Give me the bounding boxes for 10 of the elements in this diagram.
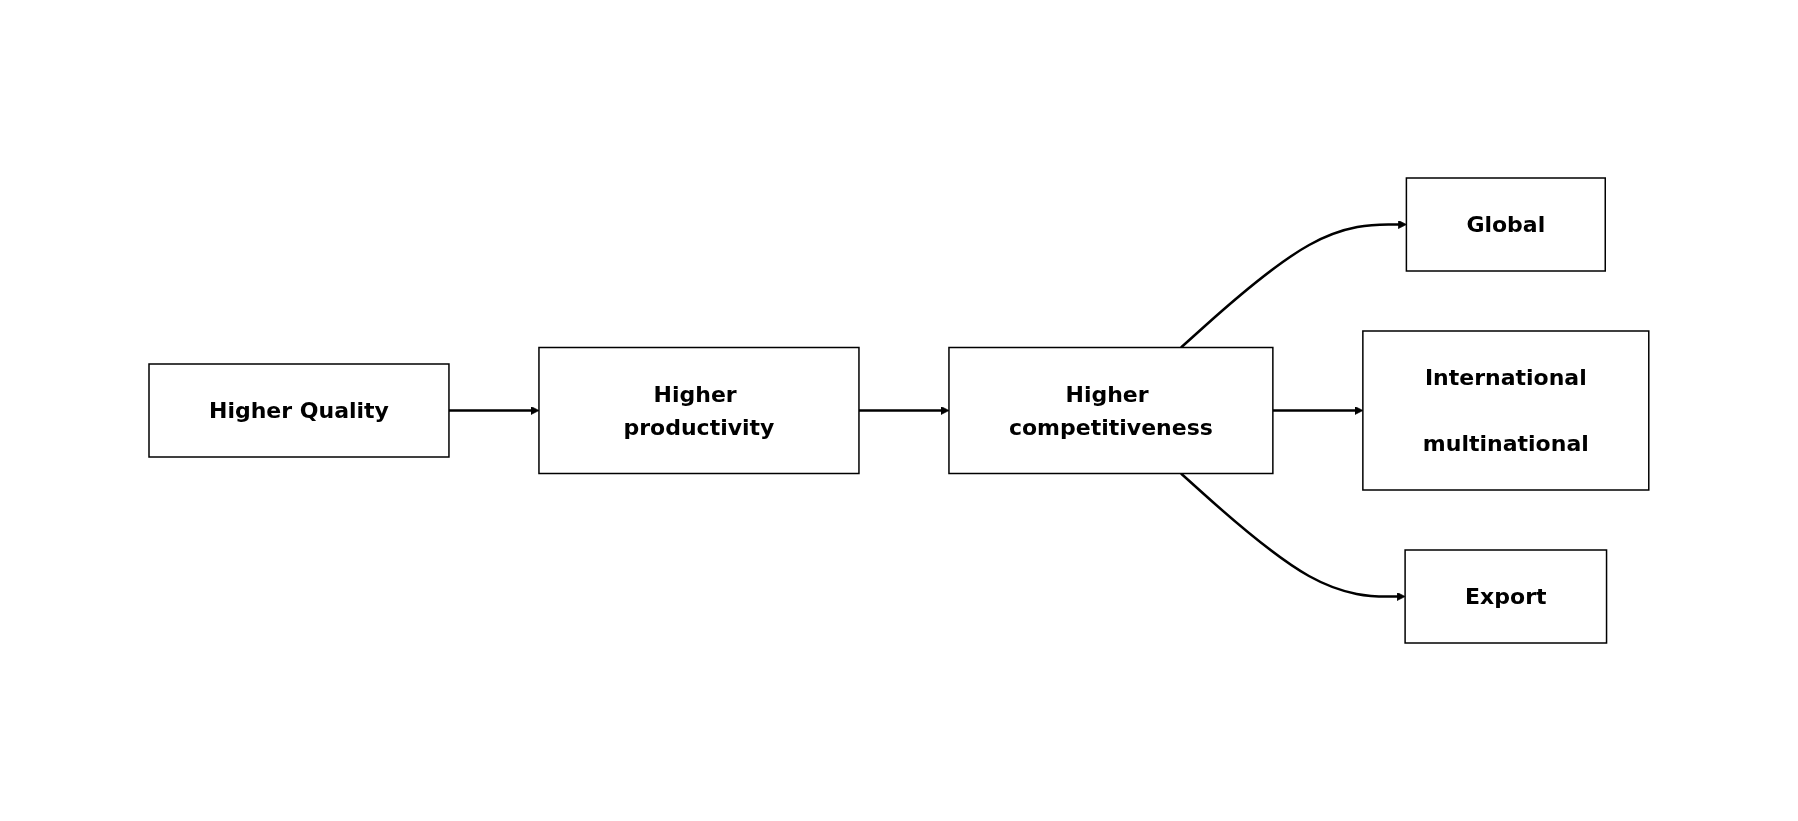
node-box: Higher Quality: [148, 363, 450, 458]
node-box: Higher competitiveness: [948, 346, 1274, 475]
arrow: [1180, 220, 1407, 349]
arrow: [859, 406, 950, 415]
arrow: [1180, 472, 1406, 601]
node-box: Global: [1405, 177, 1607, 272]
node-box: Export: [1404, 549, 1608, 644]
node-box: Higher productivity: [538, 346, 860, 475]
arrow: [449, 406, 540, 415]
node-box: International multinational: [1362, 330, 1650, 491]
